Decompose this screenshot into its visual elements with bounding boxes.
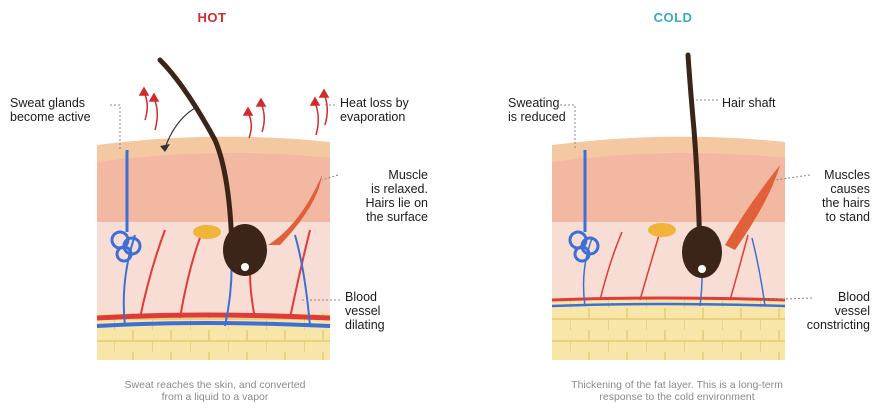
evaporation-arrows [140,88,328,138]
label-hair-shaft: Hair shaft [722,96,776,110]
label-blood-constricting: Blood vessel constricting [790,290,870,332]
cold-fat-layer [552,298,785,360]
hot-fat-layer [97,313,330,360]
cold-caption: Thickening of the fat layer. This is a l… [512,379,842,403]
hot-skin-section [97,60,340,360]
label-sweat-glands: Sweat glands become active [10,96,91,124]
label-sweating-reduced: Sweating is reduced [508,96,566,124]
hot-sebaceous-gland [193,225,221,239]
hot-caption: Sweat reaches the skin, and converted fr… [50,379,380,403]
label-heat-loss: Heat loss by evaporation [340,96,409,124]
label-blood-dilating: Blood vessel dilating [345,290,385,332]
label-muscles-stand: Muscles causes the hairs to stand [800,168,870,224]
label-muscle-relaxed: Muscle is relaxed. Hairs lie on the surf… [340,168,428,224]
